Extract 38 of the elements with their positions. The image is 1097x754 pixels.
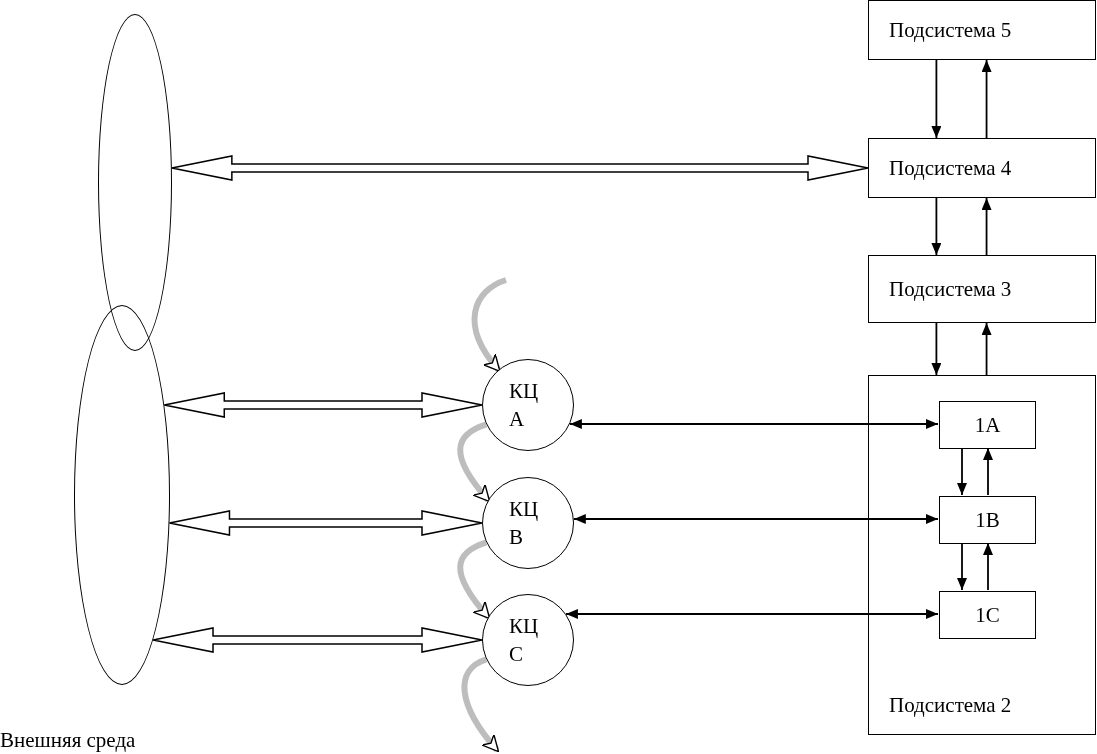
block-arrow [168,510,483,536]
curved-arrow [457,539,491,620]
unit-box [939,496,1036,544]
arrow [565,609,939,619]
arrow [931,59,942,139]
node-label: 1A [974,411,1001,439]
node-label: 1C [975,601,1000,629]
arrow [981,197,992,256]
arrow [931,197,942,256]
block-arrow [171,155,869,181]
arrow [981,322,992,376]
arrow [572,514,939,524]
block-arrow [152,627,483,653]
unit-box [939,591,1036,639]
environment-label: Внешняя среда [0,727,136,754]
arrow [569,419,939,429]
unit-box [939,401,1036,449]
curved-arrow [457,421,491,503]
block-arrow [163,392,483,418]
arrow [983,447,993,496]
arrow [983,542,993,591]
node-label: Подсистема 2 [889,691,1012,718]
node-label: КЦ B [509,496,540,551]
arrow [981,59,992,139]
node-label: Подсистема 5 [889,16,1012,44]
subsystem-group-box [868,375,1096,735]
node-label: КЦ C [509,613,540,668]
subsystem-box [868,255,1096,323]
curved-arrow [471,277,508,373]
subsystem-box [868,138,1096,198]
arrow [931,322,942,376]
node-label: Подсистема 4 [889,154,1012,182]
arrow [957,447,967,496]
node-label: КЦ A [509,378,540,433]
node-label: Подсистема 3 [889,275,1012,303]
arrow [957,542,967,591]
subsystem-box [868,0,1096,60]
node-label: 1B [975,506,1000,534]
